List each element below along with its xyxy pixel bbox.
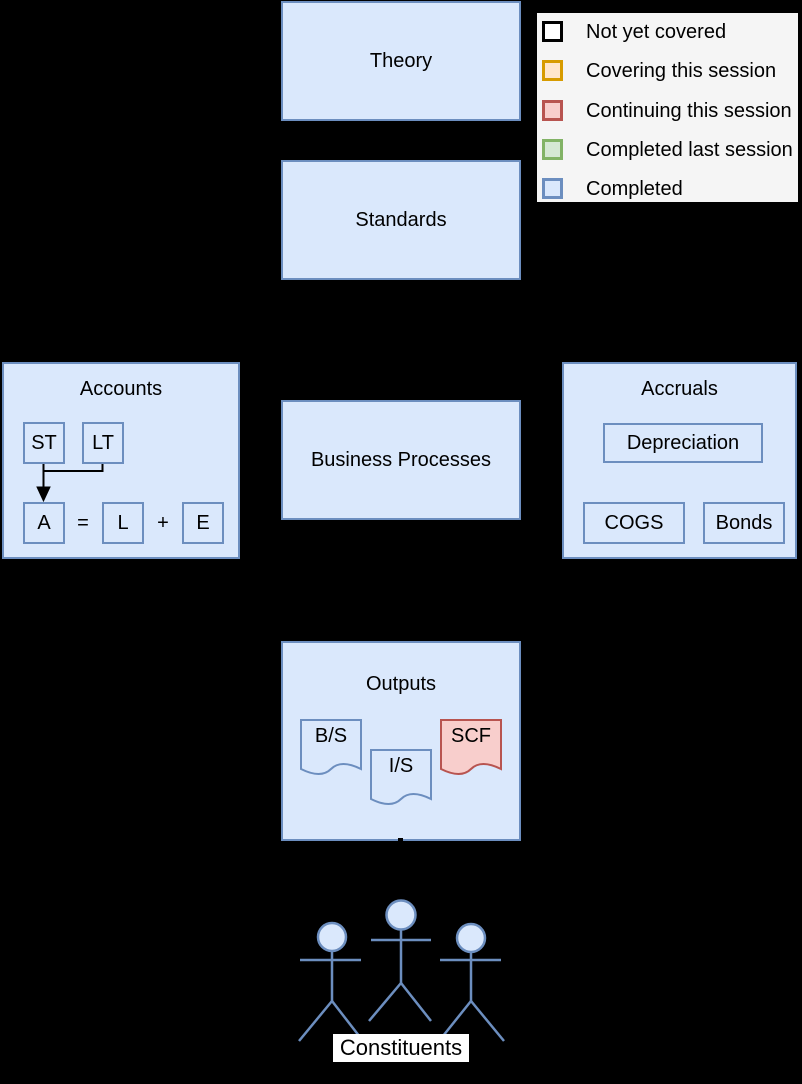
- document-bs-label: B/S: [314, 725, 348, 747]
- outputs-label: Outputs: [365, 673, 437, 695]
- legend-swatch-completed-last: [542, 139, 563, 160]
- accruals-title: Accruals: [641, 378, 718, 400]
- bonds-label: Bonds: [715, 511, 773, 534]
- document-is-label: I/S: [388, 755, 414, 777]
- accruals-group: Accruals Depreciation COGS Bonds: [562, 362, 797, 559]
- stick-figures: [298, 899, 505, 1042]
- document-icon: [300, 719, 362, 775]
- accounts-group: Accounts ST LT A = L + E: [2, 362, 240, 559]
- legend-item: Completed last session: [537, 137, 798, 163]
- equals-label: =: [77, 511, 89, 534]
- plus-label: +: [157, 511, 169, 534]
- legend-item: Completed: [537, 176, 798, 202]
- business-processes-node: Business Processes: [281, 400, 521, 520]
- document-scf-label: SCF: [451, 725, 491, 747]
- accruals-box-cogs: COGS: [583, 502, 685, 544]
- accruals-box-depreciation: Depreciation: [603, 423, 763, 463]
- cogs-label: COGS: [604, 511, 664, 534]
- document-icon: [370, 749, 432, 805]
- stick-figure-left: [298, 921, 364, 1042]
- stick-figure-right: [438, 922, 505, 1042]
- legend-item-label: Continuing this session: [586, 99, 792, 122]
- document-statement-cash-flows: SCF: [440, 719, 502, 779]
- legend-swatch-continuing: [542, 100, 563, 121]
- st-label: ST: [31, 431, 57, 454]
- l-label: L: [117, 511, 129, 534]
- accounts-box-e: E: [182, 502, 224, 544]
- document-income-statement: I/S: [370, 749, 432, 809]
- arrowhead-icon: [36, 486, 51, 503]
- st-lt-to-a-connector: [36, 464, 104, 503]
- legend-swatch-not-yet-covered: [542, 21, 563, 42]
- arrow-nub-accruals: [678, 356, 684, 361]
- figure-head-icon: [385, 899, 417, 931]
- legend-item-label: Not yet covered: [586, 20, 727, 43]
- document-balance-sheet: B/S: [300, 719, 362, 779]
- legend-item: Continuing this session: [537, 98, 798, 124]
- legend-swatch-covering: [542, 60, 563, 81]
- legend-swatch-completed: [542, 178, 563, 199]
- arrow-nub-outputs: [398, 838, 403, 845]
- accounts-box-lt: LT: [82, 422, 124, 464]
- standards-node: Standards: [281, 160, 521, 280]
- theory-node: Theory: [281, 1, 521, 121]
- stick-figure-middle: [368, 899, 432, 1022]
- accounts-box-st: ST: [23, 422, 65, 464]
- figure-head-icon: [455, 922, 487, 954]
- figure-head-icon: [316, 921, 348, 953]
- accounts-title: Accounts: [79, 378, 163, 400]
- document-icon: [440, 719, 502, 775]
- accruals-box-bonds: Bonds: [703, 502, 785, 544]
- accounts-box-l: L: [102, 502, 144, 544]
- business-processes-label: Business Processes: [310, 448, 492, 471]
- constituents-label: Constituents: [333, 1034, 469, 1062]
- lt-label: LT: [92, 431, 114, 454]
- plus-operator: +: [144, 502, 182, 544]
- legend-item-label: Covering this session: [586, 59, 777, 82]
- theory-label: Theory: [369, 49, 433, 72]
- legend-item: Covering this session: [537, 58, 798, 84]
- a-label: A: [37, 511, 51, 534]
- equals-operator: =: [64, 502, 102, 544]
- constituents-text: Constituents: [339, 1035, 463, 1060]
- depreciation-label: Depreciation: [626, 431, 740, 454]
- arrow-nub-standards: [397, 155, 403, 160]
- legend-item-label: Completed last session: [586, 138, 793, 161]
- accounts-box-a: A: [23, 502, 65, 544]
- legend: Not yet covered Covering this session Co…: [537, 13, 798, 202]
- legend-item: Not yet covered: [537, 19, 798, 45]
- standards-label: Standards: [355, 208, 447, 231]
- legend-item-label: Completed: [586, 177, 683, 200]
- e-label: E: [196, 511, 210, 534]
